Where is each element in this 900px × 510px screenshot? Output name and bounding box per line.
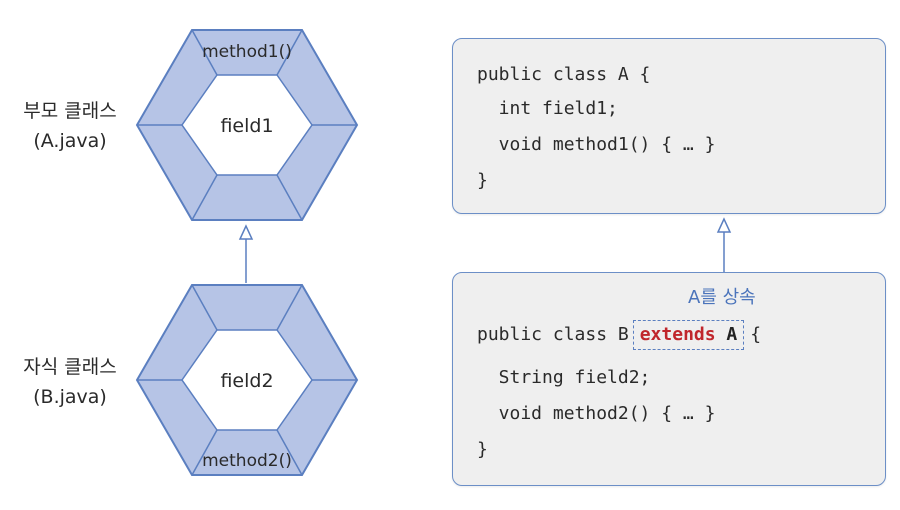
child-label-line2: (B.java) xyxy=(33,386,107,408)
parent-label-line1: 부모 클래스 xyxy=(23,100,117,122)
code-b-line-4: } xyxy=(477,439,488,460)
code-a-line-4: } xyxy=(477,170,488,191)
child-class-hexagon: field2 method2() xyxy=(135,284,359,476)
code-b-line-2: String field2; xyxy=(477,367,651,388)
parent-label-line2: (A.java) xyxy=(33,130,107,152)
parent-field-label: field1 xyxy=(220,115,273,137)
extends-highlight-box: extends A xyxy=(632,320,745,350)
child-label-line1: 자식 클래스 xyxy=(23,356,117,378)
child-method-label: method2() xyxy=(202,451,292,471)
parent-class-hexagon: method1() field1 xyxy=(135,29,359,221)
parent-class-label: 부모 클래스 (A.java) xyxy=(0,96,140,156)
child-class-label: 자식 클래스 (B.java) xyxy=(0,352,140,412)
code-a-line-3: void method1() { … } xyxy=(477,134,716,155)
class-a-code-box: public class A { int field1; void method… xyxy=(452,38,886,214)
hex-inheritance-arrow xyxy=(238,224,254,283)
parent-method-label: method1() xyxy=(202,42,292,62)
code-a-line-1: public class A { xyxy=(477,64,651,85)
extends-target: A xyxy=(726,324,738,345)
extends-keyword: extends xyxy=(639,324,716,345)
code-b-suffix: { xyxy=(750,324,762,345)
code-b-line-3: void method2() { … } xyxy=(477,403,716,424)
code-b-prefix: public class B xyxy=(477,324,629,345)
code-a-line-2: int field1; xyxy=(477,98,618,119)
inherit-label: A를 상속 xyxy=(684,283,760,309)
child-field-label: field2 xyxy=(220,370,273,392)
